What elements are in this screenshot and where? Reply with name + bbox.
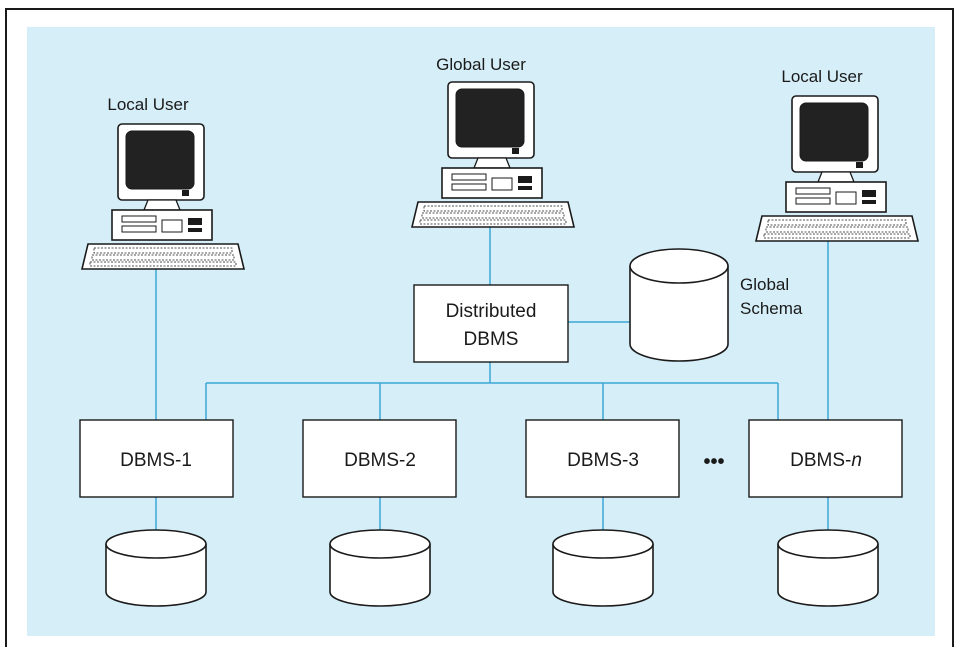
dbms-2-label: DBMS-2 bbox=[344, 450, 416, 471]
database-icon-n bbox=[777, 529, 879, 607]
dbms-1-box bbox=[79, 419, 234, 498]
computer-icon-local-left bbox=[81, 123, 245, 270]
database-icon-2 bbox=[329, 529, 431, 607]
label-local-user-right: Local User bbox=[781, 67, 863, 86]
global-schema-database-icon bbox=[629, 248, 729, 362]
database-icon-1 bbox=[105, 529, 207, 607]
dbms-2-box bbox=[302, 419, 457, 498]
ellipsis-more-dbms: ••• bbox=[703, 451, 724, 473]
computer-icon-local-right bbox=[755, 95, 919, 242]
distributed-dbms-line1: Distributed bbox=[446, 301, 537, 322]
dbms-1-label: DBMS-1 bbox=[120, 450, 192, 471]
computer-icon-global bbox=[411, 81, 575, 228]
label-global-user: Global User bbox=[436, 55, 526, 74]
dbms-3-box bbox=[525, 419, 680, 498]
dbms-n-base: DBMS- bbox=[790, 450, 851, 471]
dbms-n-box bbox=[748, 419, 903, 498]
dbms-n-label: DBMS-n bbox=[790, 450, 862, 471]
distributed-dbms-box bbox=[413, 284, 569, 363]
connector-lines bbox=[155, 226, 829, 530]
label-local-user-left: Local User bbox=[107, 95, 189, 114]
database-icon-3 bbox=[552, 529, 654, 607]
dbms-n-suffix: n bbox=[851, 450, 862, 471]
global-schema-line1: Global bbox=[740, 275, 789, 294]
global-schema-line2: Schema bbox=[740, 299, 803, 318]
dbms-3-label: DBMS-3 bbox=[567, 450, 639, 471]
distributed-dbms-line2: DBMS bbox=[464, 329, 519, 350]
figure-frame bbox=[5, 8, 954, 647]
